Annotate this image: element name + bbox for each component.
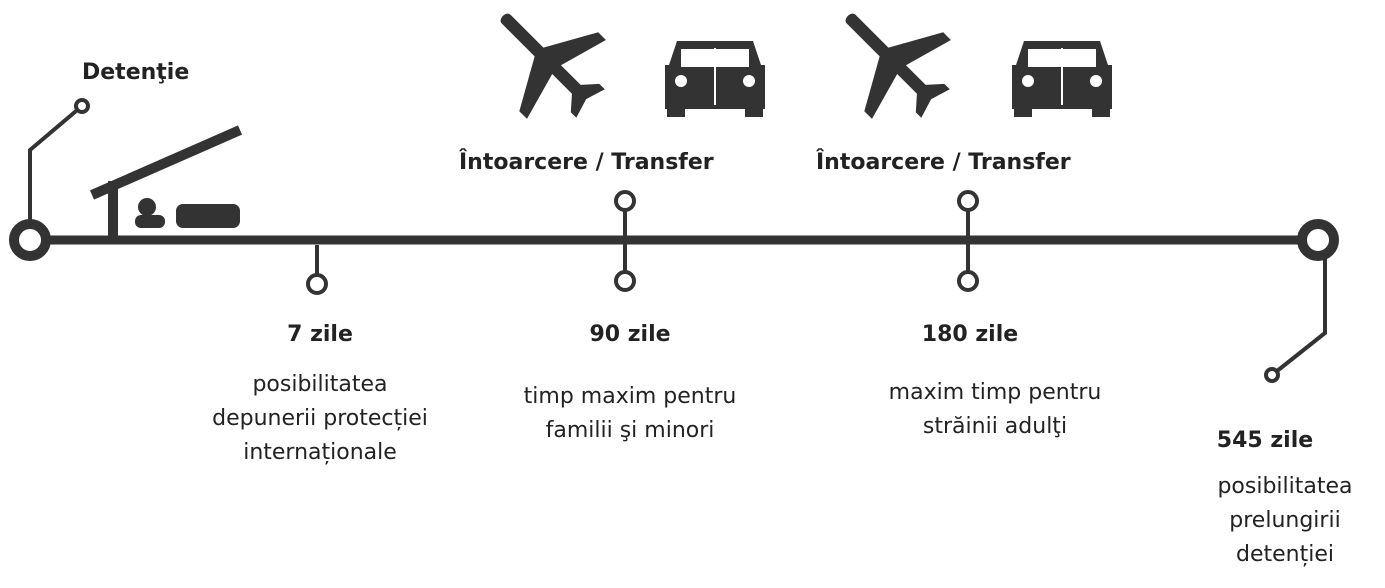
milestone-7-description: posibilitatea depunerii protecției inter… [130,368,510,470]
description-line: depunerii protecției [212,406,428,431]
description-line: posibilitatea [252,372,388,397]
milestone-180-days: 180 zile [921,322,1019,347]
milestone-180-description: maxim timp pentru străinii adulţi [835,376,1155,444]
description-line: străinii adulţi [922,414,1068,439]
airplane-icon [500,13,606,119]
milestone-545-days: 545 zile [1216,428,1314,453]
car-icon [665,41,765,117]
timeline-end-node [1297,219,1339,261]
description-line: internaționale [243,440,397,465]
start-connector [28,104,84,222]
transfer-2-node [957,190,979,212]
description-line: maxim timp pentru [888,380,1102,405]
milestone-90-node [614,270,636,292]
transfer-label-1: Întoarcere / Transfer [459,150,714,175]
milestone-7-days: 7 zile [287,322,353,347]
airplane-icon [845,13,951,119]
description-line: prelungirii [1229,508,1341,533]
transfer-label-2: Întoarcere / Transfer [816,150,1071,175]
milestone-7-node [306,273,328,295]
car-icon [1012,41,1112,117]
timeline-start-node [9,219,51,261]
start-title: Detenţie [82,60,190,85]
milestone-90-description: timp maxim pentru familii şi minori [470,380,790,448]
transfer-1-node [614,190,636,212]
detention-shelter-icon [89,125,243,241]
end-connector-node [1264,367,1280,383]
description-line: posibilitatea [1217,474,1353,499]
description-line: timp maxim pentru [523,384,737,409]
description-line: detenției [1236,542,1334,567]
milestone-90-days: 90 zile [589,322,671,347]
milestone-545-description: posibilitatea prelungirii detenției [1195,470,1375,572]
milestone-180-node [957,270,979,292]
end-connector [1270,258,1327,377]
start-connector-node [74,98,90,114]
description-line: familii şi minori [545,418,715,443]
